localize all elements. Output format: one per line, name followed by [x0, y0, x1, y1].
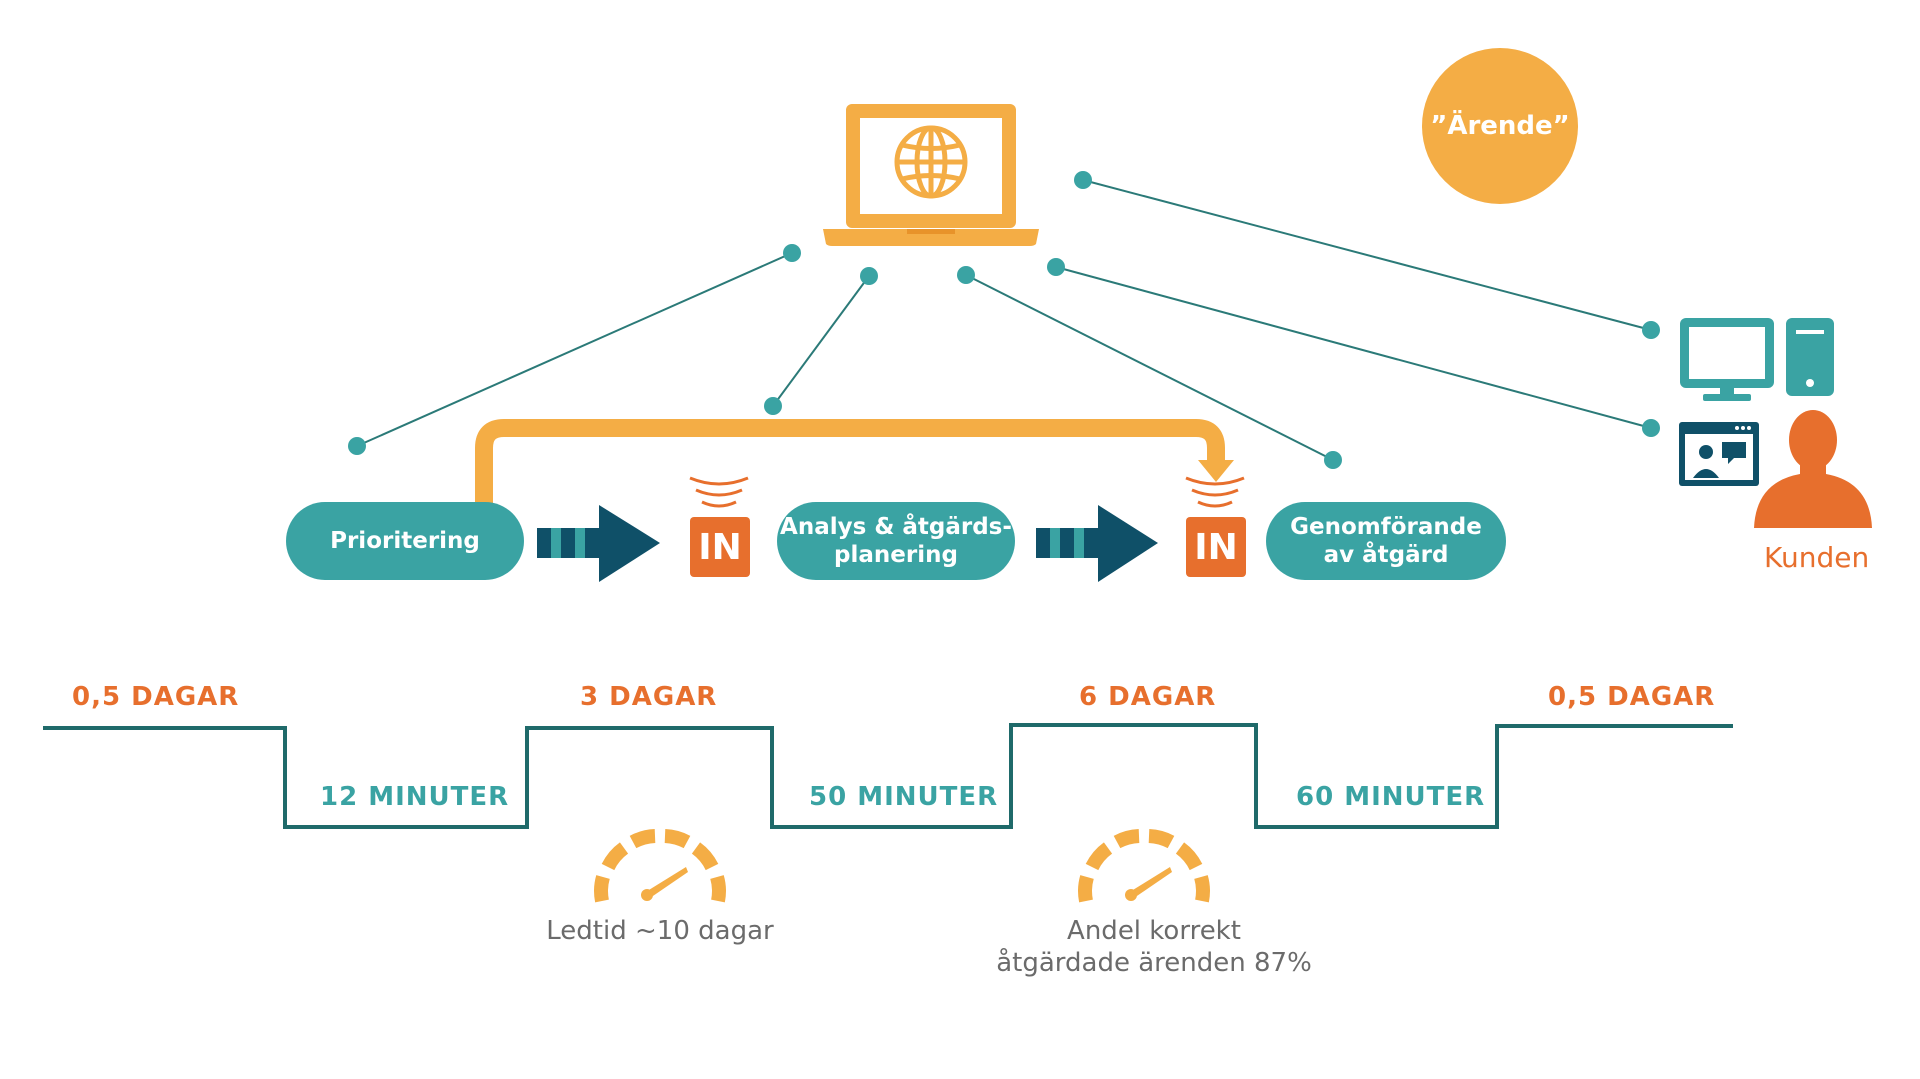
connector-line [1082, 179, 1652, 331]
push-arrow-icon [1036, 505, 1158, 582]
connector-dot [783, 244, 801, 262]
inbox-label: IN [1194, 526, 1238, 568]
signal-waves-icon [689, 476, 749, 508]
connector-dots [348, 171, 1660, 469]
step-analys: Analys & åtgärds- planering [777, 502, 1015, 580]
laptop-globe-icon [823, 104, 1039, 246]
metric-accuracy: Andel korrekt åtgärdade ärenden 87% [996, 916, 1312, 978]
video-chat-icon [1679, 422, 1759, 486]
inbox-label: IN [698, 526, 742, 568]
arende-badge: ”Ärende” [1422, 48, 1578, 204]
signal-waves-icon [1185, 476, 1245, 508]
connector-dot [764, 397, 782, 415]
metric-lead-time: Ledtid ~10 dagar [546, 916, 774, 946]
connector-dot [1642, 419, 1660, 437]
connector-dot [348, 437, 366, 455]
timeline-step-line [43, 723, 1733, 829]
speedometer-icon [594, 829, 726, 903]
inbox-1: IN [690, 517, 750, 577]
connector-line [965, 274, 1334, 461]
connector-lines [356, 179, 1652, 461]
connector-dot [1074, 171, 1092, 189]
speedometer-icon [1078, 829, 1210, 903]
connector-line [1055, 266, 1652, 429]
person-icon [1754, 410, 1872, 528]
process-time-label: 0,5 DAGAR [72, 682, 240, 712]
wait-time-label: 60 MINUTER [1296, 782, 1486, 812]
connector-dot [860, 267, 878, 285]
connector-dot [1642, 321, 1660, 339]
connector-line [356, 252, 793, 447]
wait-time-label: 50 MINUTER [809, 782, 999, 812]
step-label: Prioritering [330, 528, 480, 554]
wait-time-label: 12 MINUTER [320, 782, 510, 812]
customer-label: Kunden [1764, 541, 1870, 574]
process-time-label: 0,5 DAGAR [1548, 682, 1716, 712]
feedback-arrow [475, 419, 1234, 510]
arende-badge-label: ”Ärende” [1430, 111, 1570, 141]
process-time-label: 3 DAGAR [580, 682, 718, 712]
desktop-computer-icon [1680, 318, 1834, 401]
connector-dot [1324, 451, 1342, 469]
connector-dot [1047, 258, 1065, 276]
connector-dot [957, 266, 975, 284]
push-arrow-icon [537, 505, 660, 582]
process-time-label: 6 DAGAR [1079, 682, 1217, 712]
step-genomforande: Genomförande av åtgärd [1266, 502, 1506, 580]
step-label: Genomförande av åtgärd [1290, 514, 1482, 568]
step-prioritering: Prioritering [286, 502, 524, 580]
inbox-2: IN [1186, 517, 1246, 577]
connector-line [772, 275, 870, 407]
step-label: Analys & åtgärds- planering [780, 514, 1012, 568]
